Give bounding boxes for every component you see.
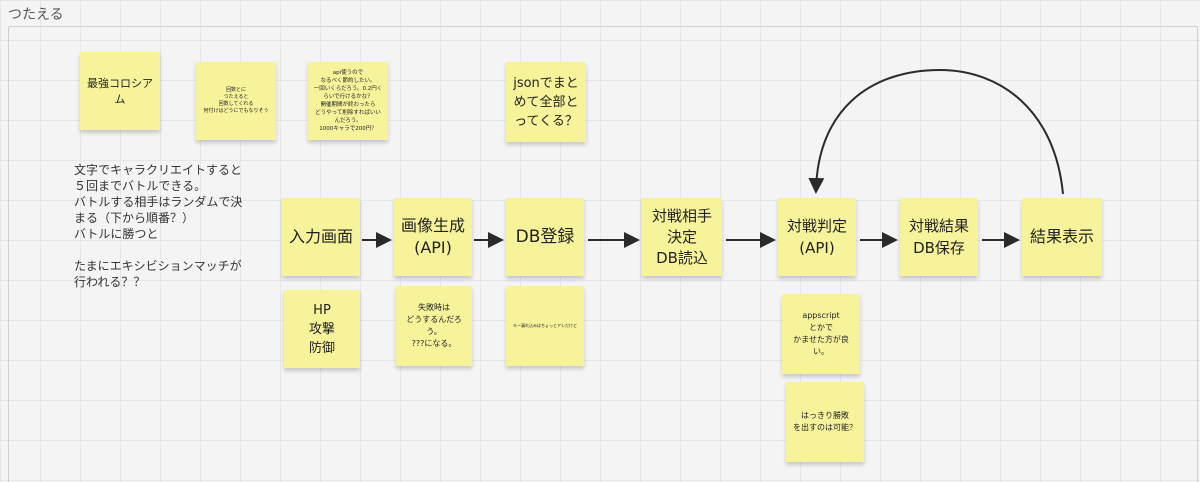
sticky-arena[interactable]: 最強コロシアム [80, 52, 160, 130]
sticky-db-tiny[interactable]: キー漏れ込みはちょっとアレだけど [506, 286, 584, 366]
arrow-loop-back [808, 68, 1064, 195]
sticky-api-cost[interactable]: api使うので なるべく節約したい。 一回いくらだろう。0.2円く らいで行ける… [308, 62, 388, 140]
sticky-tiny-note[interactable]: 回数とに つたえると 回数してくれる 何付けはどうにでもなりそう [196, 62, 276, 140]
sticky-image-gen[interactable]: 画像生成 (API) [394, 198, 472, 276]
sticky-failure[interactable]: 失敗時は どうするんだろう。 ???になる。 [396, 286, 472, 366]
sticky-json[interactable]: jsonでまと めて全部と ってくる？ [506, 62, 586, 142]
description-text[interactable]: 文字でキャラクリエイトすると ５回までバトルできる。 バトルする相手はランダムで… [74, 163, 243, 289]
sticky-db-register[interactable]: DB登録 [506, 198, 584, 276]
board-title: つたえる [8, 7, 64, 23]
sticky-result-save[interactable]: 対戦結果 DB保存 [900, 198, 978, 276]
sticky-clear-result[interactable]: はっきり勝敗 を出すのは可能？ [786, 382, 864, 462]
board-frame [8, 26, 1198, 482]
sticky-result-show[interactable]: 結果表示 [1022, 198, 1102, 276]
sticky-appscript[interactable]: appscript とかで かませた方が良い。 [782, 294, 860, 374]
sticky-opponent[interactable]: 対戦相手 決定 DB読込 [642, 198, 722, 276]
sticky-battle-judge[interactable]: 対戦判定 (API) [778, 198, 856, 276]
sticky-stats[interactable]: HP 攻撃 防御 [284, 290, 360, 368]
sticky-input-screen[interactable]: 入力画面 [282, 198, 360, 276]
